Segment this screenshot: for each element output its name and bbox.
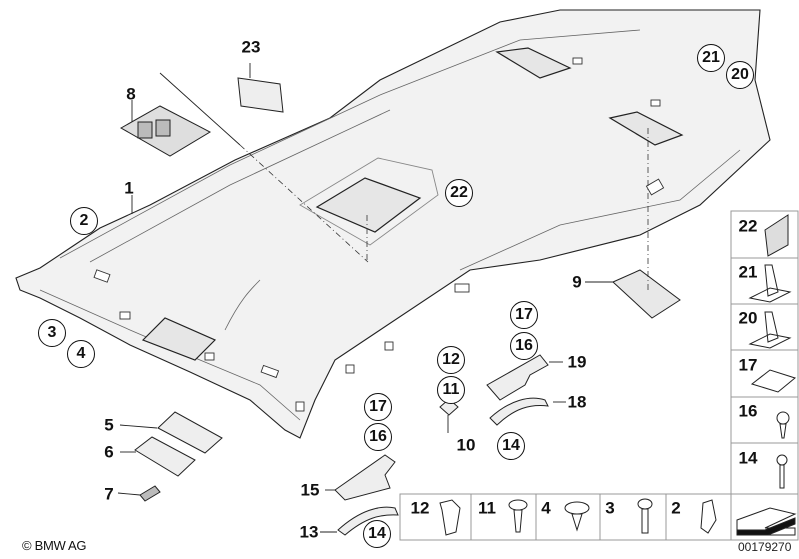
legend-num-12: 12 — [410, 498, 430, 518]
headliner-part — [15, 9, 771, 439]
legend-num-11: 11 — [478, 498, 496, 518]
callout-circle-16: 16 — [510, 332, 538, 360]
clamp-clip-icon — [700, 499, 717, 534]
callout-circle-14: 14 — [497, 432, 525, 460]
legend-num-2: 2 — [671, 498, 681, 518]
callout-13: 13 — [299, 522, 319, 542]
callout-23: 23 — [241, 37, 261, 57]
holder-clip-icon — [748, 311, 792, 349]
spring-nut-icon — [750, 369, 797, 393]
legend-num-20: 20 — [738, 308, 758, 328]
tapping-screw-icon — [776, 454, 788, 466]
callout-circle-11: 11 — [437, 376, 465, 404]
legend-num-21: 21 — [738, 262, 758, 282]
part-19-bracket — [486, 354, 549, 401]
legend-num-14: 14 — [738, 448, 758, 468]
legend-num-22: 22 — [738, 216, 758, 236]
callout-circle-17: 17 — [364, 393, 392, 421]
callout-5: 5 — [104, 415, 114, 435]
callout-9: 9 — [572, 272, 582, 292]
callout-circle-21: 21 — [697, 44, 725, 72]
clip-plate-icon — [764, 214, 789, 257]
callout-circle-4: 4 — [67, 340, 95, 368]
part-15-bracket — [334, 454, 396, 501]
part-number: 00179270 — [738, 540, 792, 554]
callout-circle-3: 3 — [38, 319, 66, 347]
callout-10: 10 — [456, 435, 476, 455]
part-23-pad — [237, 77, 284, 113]
callout-15: 15 — [300, 480, 320, 500]
callout-circle-12: 12 — [437, 346, 465, 374]
part-13-handle — [337, 506, 399, 536]
callout-circle-22: 22 — [445, 179, 473, 207]
part-8-interior-light — [119, 105, 212, 157]
holder-clip-icon — [748, 264, 792, 303]
expanding-rivet-icon — [564, 501, 590, 515]
part-6-cover — [134, 436, 196, 477]
callout-6: 6 — [104, 442, 114, 462]
part-9-cover — [612, 269, 681, 319]
oval-head-screw-icon — [776, 411, 790, 425]
callout-circle-17: 17 — [510, 301, 538, 329]
legend-num-4: 4 — [541, 498, 551, 518]
part-5-cover — [157, 411, 223, 454]
callout-circle-16: 16 — [364, 423, 392, 451]
callout-19: 19 — [567, 352, 587, 372]
part-7-cover — [139, 485, 161, 502]
legend-num-17: 17 — [738, 355, 758, 375]
callout-8: 8 — [126, 84, 136, 104]
part-18-handle — [489, 397, 549, 426]
copyright: © BMW AG — [22, 538, 87, 553]
callout-7: 7 — [104, 484, 114, 504]
machine-screw-icon — [637, 498, 653, 510]
expanding-nut-icon — [439, 499, 461, 536]
callout-circle-14: 14 — [363, 520, 391, 548]
callout-18: 18 — [567, 392, 587, 412]
callout-circle-20: 20 — [726, 61, 754, 89]
callout-1: 1 — [124, 178, 134, 198]
oval-head-screw-icon — [508, 499, 528, 511]
callout-circle-2: 2 — [70, 207, 98, 235]
legend-right-grid — [399, 210, 799, 541]
legend-num-3: 3 — [605, 498, 615, 518]
legend-num-16: 16 — [738, 401, 758, 421]
